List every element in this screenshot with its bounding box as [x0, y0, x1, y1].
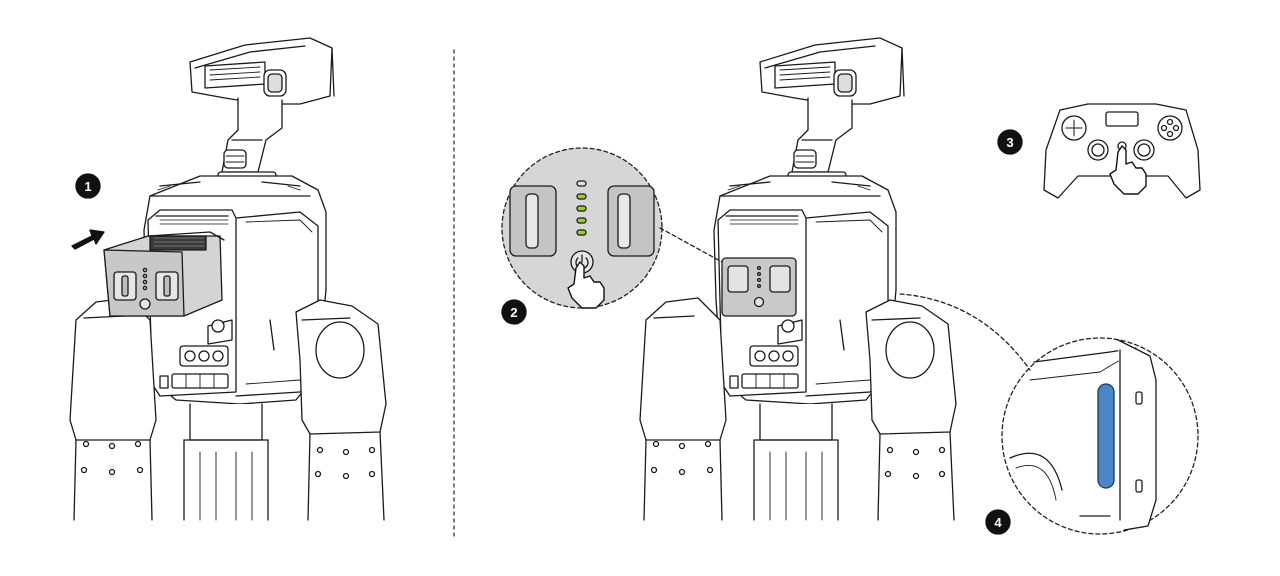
battery-pack	[103, 231, 225, 317]
hand-pointer-icon	[1109, 145, 1147, 195]
hand-pointer-icon	[567, 261, 605, 309]
step-3-badge: 3	[997, 129, 1023, 155]
svg-text:1: 1	[84, 179, 91, 194]
power-icon	[139, 298, 151, 310]
robot-right	[639, 37, 957, 521]
svg-text:2: 2	[510, 305, 517, 320]
step-2-badge: 2	[501, 299, 527, 325]
step-1-badge: 1	[75, 173, 101, 199]
installed-battery	[721, 257, 797, 317]
led-indicator-icon	[576, 180, 587, 236]
svg-text:3: 3	[1006, 135, 1013, 150]
arrow-icon	[71, 229, 105, 250]
game-controller-icon	[1043, 103, 1201, 199]
step-4-badge: 4	[985, 509, 1011, 535]
power-button-zoom	[501, 147, 723, 309]
status-light-zoom	[899, 293, 1199, 535]
svg-text:4: 4	[994, 515, 1002, 530]
